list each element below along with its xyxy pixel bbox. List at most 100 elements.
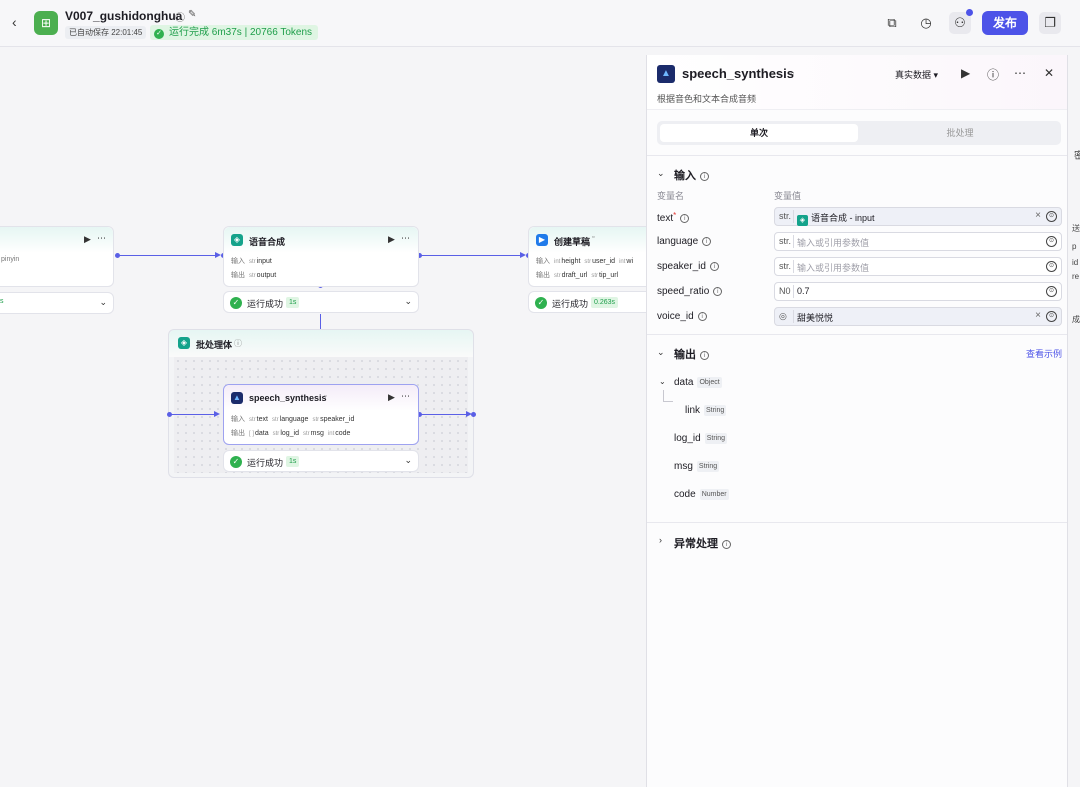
reference-icon[interactable]: ⊙ (1046, 211, 1057, 222)
info-icon[interactable]: ⓘ (234, 339, 242, 348)
reference-icon[interactable]: ⊙ (1046, 261, 1057, 272)
edge-text: 送 (1072, 224, 1080, 233)
status-time: 1s (286, 297, 300, 308)
left-node[interactable]: ▶ ⋯ pinyin (0, 226, 114, 287)
run-icon[interactable]: ▶ (961, 66, 971, 80)
publish-button[interactable]: 发布 (982, 11, 1028, 35)
draft-node-status[interactable]: ✓ 运行成功 0.263s (528, 291, 658, 313)
lock-icon: ▫ (592, 234, 595, 241)
notification-dot (966, 9, 973, 16)
chevron-down-icon[interactable]: ⌄ (404, 296, 412, 306)
data-mode-dropdown[interactable]: 真实数据 ▾ (895, 68, 938, 81)
background-panel-edge: 密 送 p id re 成 (1068, 55, 1080, 787)
batch-header (169, 330, 473, 357)
input-value: 0.7 (797, 286, 810, 296)
input-value: 甜美悦悦 (797, 313, 834, 323)
chevron-down-icon[interactable]: ⌄ (657, 168, 665, 178)
speaker-id-input-field[interactable]: str. 输入或引用参数值 ⊙ (774, 257, 1062, 276)
port (471, 412, 476, 417)
chevron-down-icon[interactable]: ⌄ (657, 347, 665, 357)
placeholder: 输入或引用参数值 (797, 263, 870, 273)
edge-text: 成 (1072, 315, 1080, 324)
more-icon[interactable]: ⋯ (401, 391, 410, 401)
history-icon[interactable]: ◷ (920, 15, 932, 30)
info-icon: i (722, 540, 731, 549)
chevron-down-icon[interactable]: ⌄ (99, 297, 107, 307)
run-icon[interactable]: ▶ (388, 234, 395, 244)
info-icon: i (697, 312, 707, 321)
panel-title: speech_synthesis (682, 66, 795, 81)
help-icon[interactable]: ⓘ (987, 68, 1000, 82)
back-chevron-icon[interactable]: ‹ (12, 14, 17, 30)
left-node-status[interactable]: s ⌄ (0, 292, 114, 314)
close-icon[interactable]: ✕ (1044, 66, 1055, 80)
edge-text: re (1072, 272, 1080, 281)
reference-icon[interactable]: ⊙ (1046, 311, 1057, 322)
enum-icon: ◎ (779, 311, 787, 321)
divider (647, 334, 1067, 335)
more-window-icon[interactable]: ❐ (1039, 12, 1061, 34)
placeholder: 输入或引用参数值 (797, 238, 870, 248)
run-icon[interactable]: ▶ (388, 392, 395, 402)
status-text: 运行成功 (552, 299, 589, 309)
arrow-icon (215, 252, 221, 258)
copy-icon[interactable]: ⧉ (887, 15, 897, 30)
reference-icon[interactable]: ⊙ (1046, 236, 1057, 247)
info-icon[interactable]: ⓘ (175, 13, 185, 24)
speech-node-status[interactable]: ✓ 运行成功 1s ⌄ (223, 291, 419, 313)
top-bar: ‹ ⊞ V007_gushidonghua ⓘ ✎ 已自动保存 22:01:45… (0, 0, 1080, 47)
tab-single[interactable]: 单次 (660, 124, 858, 142)
edge-text: p (1072, 242, 1077, 251)
node-header (224, 385, 418, 411)
run-status-badge[interactable]: ✓运行完成 6m37s | 20766 Tokens (150, 25, 319, 40)
tab-batch[interactable]: 批处理 (946, 128, 974, 138)
speech-synthesis-status[interactable]: ✓ 运行成功 1s ⌄ (223, 450, 419, 472)
text-input-field[interactable]: str. ◈语音合成 - input × ⊙ (774, 207, 1062, 226)
run-icon[interactable]: ▶ (84, 234, 91, 244)
more-icon[interactable]: ⋯ (401, 233, 410, 243)
language-input-field[interactable]: str. 输入或引用参数值 ⊙ (774, 232, 1062, 251)
more-icon[interactable]: ⋯ (1014, 66, 1026, 80)
port (115, 253, 120, 258)
autosave-label: 已自动保存 22:01:45 (65, 26, 147, 39)
edge-text: id (1072, 258, 1079, 267)
mode-tabs: 单次 批处理 (657, 121, 1061, 145)
clear-icon[interactable]: × (1035, 310, 1041, 321)
lock-icon: ▫ (791, 68, 795, 78)
ref-value: ◈语音合成 - input (797, 211, 875, 226)
chevron-right-icon[interactable]: › (659, 535, 662, 545)
more-icon[interactable]: ⋯ (97, 233, 106, 243)
check-icon: ✓ (230, 456, 242, 468)
collaborators-icon[interactable]: ⚇ (949, 12, 971, 34)
clear-icon[interactable]: × (1035, 210, 1041, 221)
voice-id-input-field[interactable]: ◎ 甜美悦悦 × ⊙ (774, 307, 1062, 326)
edge-text: 密 (1074, 151, 1080, 162)
info-icon: i (702, 237, 712, 246)
chevron-down-icon[interactable]: ⌄ (404, 455, 412, 465)
divider (647, 522, 1067, 523)
reference-icon[interactable]: ⊙ (1046, 286, 1057, 297)
node-param: pinyin (1, 256, 20, 263)
tree-connector (663, 390, 673, 402)
type-label: str. (779, 236, 792, 246)
app-logo-icon: ⊞ (34, 11, 58, 35)
view-example-link[interactable]: 查看示例 (1026, 349, 1063, 359)
type-label: str. (779, 211, 792, 221)
lock-icon: ▫ (324, 393, 327, 400)
speed-ratio-input-field[interactable]: N0 0.7 ⊙ (774, 282, 1062, 301)
chevron-down-icon[interactable]: ⌄ (659, 377, 666, 386)
status-time: 1s (286, 456, 300, 467)
edit-icon[interactable]: ✎ (188, 9, 197, 20)
type-label: str. (779, 261, 792, 271)
